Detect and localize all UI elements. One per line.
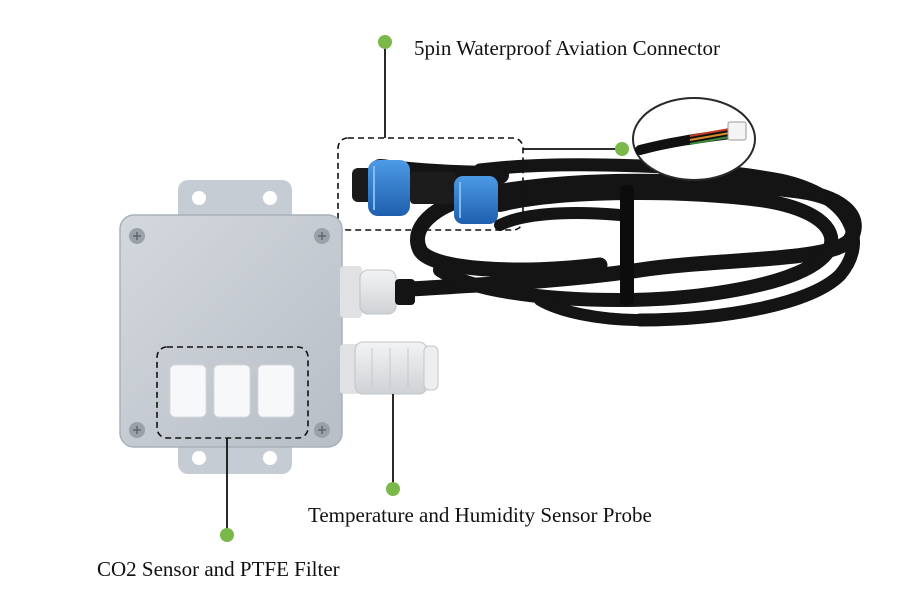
co2-callout-label: CO2 Sensor and PTFE Filter (97, 557, 340, 581)
inset-callout-dot (615, 142, 629, 156)
cable-tie (620, 185, 634, 305)
leader-lines (226, 44, 622, 535)
cable-coil (371, 158, 862, 327)
temperature-humidity-probe (340, 341, 439, 395)
probe-callout-label: Temperature and Humidity Sensor Probe (308, 503, 652, 527)
connector-callout-dot (378, 35, 392, 49)
aviation-connector (352, 160, 498, 224)
connector-callout-label: 5pin Waterproof Aviation Connector (414, 36, 721, 60)
co2-callout-box (156, 346, 309, 439)
connector-callout-box (337, 137, 524, 231)
co2-callout-dot (220, 528, 234, 542)
cable-gland (340, 266, 415, 318)
ptfe-filter-windows (169, 364, 295, 418)
sensor-enclosure (119, 180, 343, 474)
probe-callout-dot (386, 482, 400, 496)
cable-end-inset (632, 97, 756, 181)
